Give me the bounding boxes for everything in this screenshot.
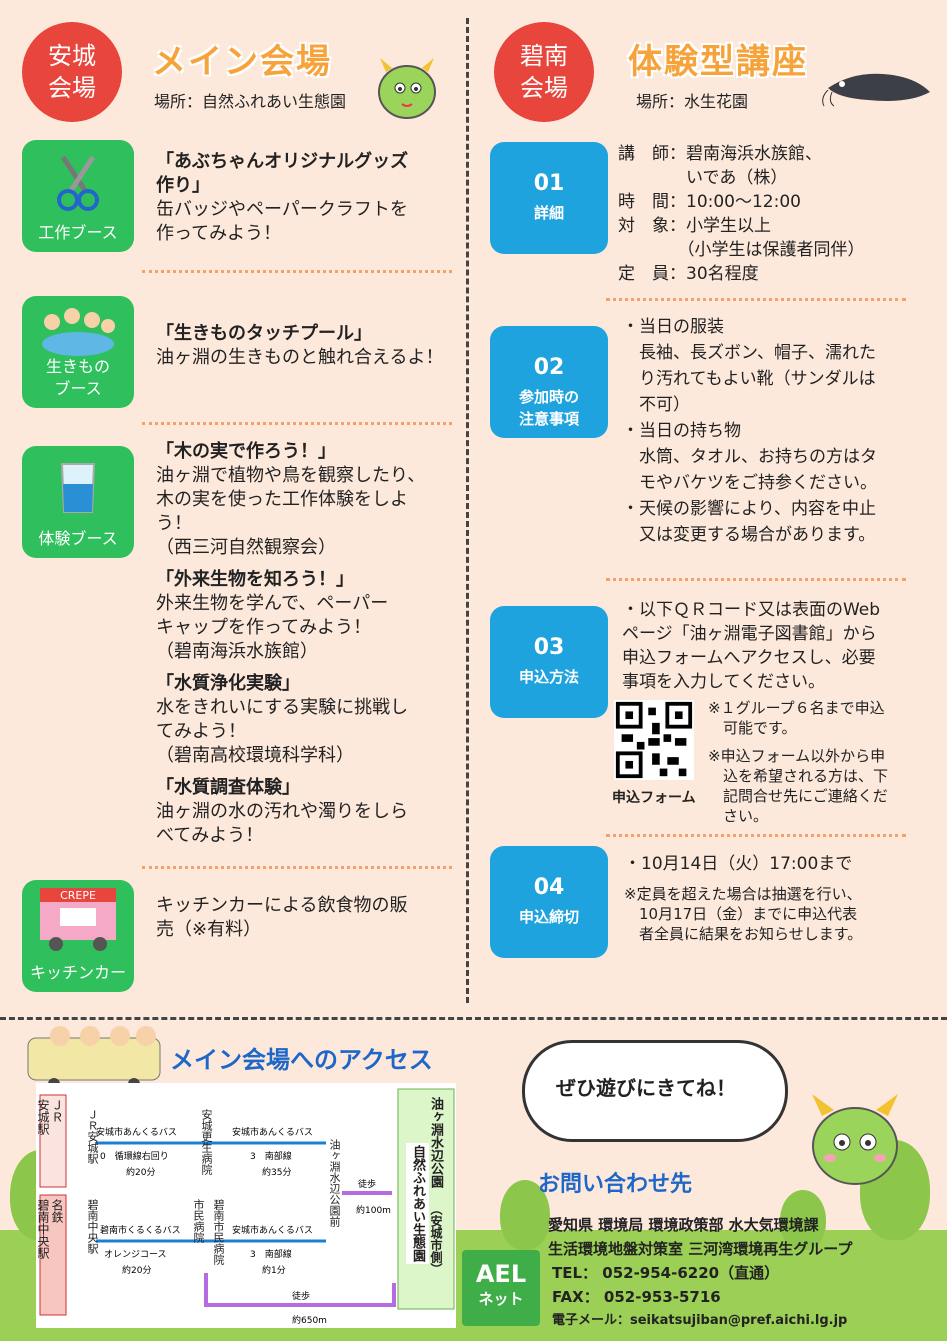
catfish-icon: [818, 64, 934, 108]
svg-text:約20分: 約20分: [122, 1264, 151, 1276]
crepe-truck-icon: CREPE: [36, 886, 120, 951]
svg-text:安城市あんくるバス: 安城市あんくるバス: [232, 1224, 313, 1236]
access-title: メイン会場へのアクセス: [170, 1046, 433, 1074]
svg-text:約650m: 約650m: [292, 1314, 327, 1326]
tree-icon: [780, 1190, 826, 1250]
mascot-dragon-icon: [372, 52, 442, 122]
svg-text:オレンジコース: オレンジコース: [104, 1249, 167, 1260]
booth-experience-desc-3: 「水質浄化実験」 水をきれいにする実験に挑戦し てみよう！ （碧南高校環境科学科…: [156, 673, 409, 766]
svg-text:3 南部線: 3 南部線: [250, 1248, 292, 1260]
column-divider: [466, 18, 469, 1003]
scissors-icon: [48, 152, 108, 212]
svg-text:安城市あんくるバス: 安城市あんくるバス: [96, 1126, 177, 1138]
access-map: 安城市あんくるバス 0 循環線右回り 約20分 安城市あんくるバス 3 南部線 …: [36, 1083, 456, 1328]
booth-experience-desc-2: 「外来生物を知ろう！」 外来生物を学んで、ペーパー キャップを作ってみよう！ （…: [156, 569, 389, 662]
venue-title-main: メイン会場: [152, 42, 332, 82]
bus-children-icon: [24, 1022, 164, 1090]
destination-eco-garden: 自然ふれあい生態園: [406, 1143, 429, 1264]
dotted-divider: [606, 298, 906, 301]
stop-jr-anjo: ＪＲ安城駅: [86, 1109, 99, 1164]
contact-email[interactable]: 電子メール：seikatsujiban@pref.aichi.lg.jp: [552, 1313, 848, 1328]
svg-text:約1分: 約1分: [262, 1264, 286, 1276]
contact-tel: TEL： 052-954-6220（直通）: [552, 1264, 780, 1282]
booth-experience: 体験ブース: [22, 446, 134, 558]
apply-text: ・以下ＱＲコード又は表面のWeb ページ「油ヶ淵電子図書館」から 申込フォームへ…: [622, 600, 881, 692]
contact-line-2: 生活環境地盤対策室 三河湾環境再生グループ: [548, 1240, 853, 1258]
ael-net-logo: AEL ネット: [462, 1250, 540, 1326]
deadline-note: ※定員を超えた場合は抽選を行い、 10月17日（金）までに申込代表 者全員に結果…: [624, 885, 863, 943]
speech-bubble-text: ぜひ遊びにきてね！: [556, 1076, 736, 1100]
deadline-text: ・10月14日（火）17:00まで: [624, 854, 853, 874]
contact-fax: FAX： 052-953-5716: [552, 1288, 721, 1306]
svg-text:徒歩: 徒歩: [358, 1178, 376, 1190]
dotted-divider: [606, 578, 906, 581]
notes-text: ・当日の服装 長袖、長ズボン、帽子、濡れた り汚れてもよい靴（サンダルは 不可）…: [622, 317, 877, 545]
booth-experience-desc-4: 「水質調査体験」 油ヶ淵の水の汚れや濁りをしら べてみよう！: [156, 777, 408, 846]
booth-experience-desc-1: 「木の実で作ろう！」 油ヶ淵で植物や鳥を観察したり、 木の実を使った工作体験をし…: [156, 441, 426, 558]
booth-kitchen-car: CREPE キッチンカー: [22, 880, 134, 992]
booth-craft: 工作ブース: [22, 140, 134, 252]
section-divider: [0, 1017, 947, 1020]
tree-icon: [500, 1180, 550, 1250]
qr-label: 申込フォーム: [612, 790, 696, 806]
venue-badge-anjo: 安城 会場: [22, 22, 122, 122]
svg-text:徒歩: 徒歩: [292, 1290, 310, 1302]
beaker-icon: [48, 458, 108, 518]
station-meitetsu-hekinan: 名鉄 碧南中央駅: [36, 1199, 64, 1259]
svg-text:0 循環線右回り: 0 循環線右回り: [100, 1150, 169, 1162]
destination-park: 油ヶ淵水辺公園: [428, 1097, 443, 1188]
dotted-divider: [142, 866, 452, 869]
svg-text:CREPE: CREPE: [60, 889, 96, 902]
svg-text:碧南市くるくるバス: 碧南市くるくるバス: [100, 1224, 181, 1236]
venue-place-main: 場所：自然ふれあい生態園: [154, 92, 347, 111]
booth-craft-desc: 「あぶちゃんオリジナルグッズ 作り」 缶バッジやペーパークラフトを 作ってみよう…: [156, 151, 409, 244]
dotted-divider: [606, 834, 906, 837]
booth-creatures-desc: 「生きものタッチプール」油ヶ淵の生きものと触れ合えるよ！: [156, 323, 444, 368]
children-pool-icon: [38, 302, 118, 362]
speech-bubble: [522, 1040, 788, 1142]
svg-text:約35分: 約35分: [262, 1166, 291, 1178]
venue-place-workshop: 場所：水生花園: [636, 92, 749, 111]
stop-hekinan-chuo: 碧南中央駅: [86, 1199, 99, 1254]
apply-note-1: ※１グループ６名まで申込 可能です。: [708, 699, 885, 737]
contact-line-1: 愛知県 環境局 環境政策部 水大気環境課: [548, 1216, 819, 1234]
destination-side: （安城市側）: [429, 1203, 443, 1275]
details-text: 講 師：碧南海浜水族館、 いであ（株） 時 間：10:00〜12:00 対 象：…: [618, 144, 865, 284]
stop-hekinan-shimin-hospital: 碧南市民病院: [212, 1199, 225, 1265]
dotted-divider: [142, 270, 452, 273]
booth-kitchen-car-desc: キッチンカーによる飲食物の販 売（※有料）: [156, 895, 408, 940]
svg-text:約100m: 約100m: [356, 1204, 391, 1216]
apply-note-2: ※申込フォーム以外から申 込を希望される方は、下 記問合せ先にご連絡くだ さい。: [708, 747, 889, 825]
venue-title-workshop: 体験型講座: [628, 42, 808, 82]
svg-text:約20分: 約20分: [126, 1166, 155, 1178]
venue-badge-hekinan: 碧南 会場: [494, 22, 594, 122]
stop-anjo-kosei-hospital: 安城更生病院: [200, 1109, 213, 1175]
qr-code-icon[interactable]: [614, 700, 694, 780]
contact-title: お問い合わせ先: [538, 1172, 693, 1197]
stop-shimin-hospital: 市民病院: [192, 1199, 205, 1243]
booth-creatures: 生きもの ブース: [22, 296, 134, 408]
station-jr-anjo: ＪＲ 安城駅: [36, 1099, 64, 1135]
svg-text:安城市あんくるバス: 安城市あんくるバス: [232, 1126, 313, 1138]
svg-text:3 南部線: 3 南部線: [250, 1150, 292, 1162]
dotted-divider: [142, 422, 452, 425]
stop-park-mae: 油ヶ淵水辺公園前: [328, 1139, 341, 1227]
mascot-dragon-icon: [800, 1088, 910, 1188]
